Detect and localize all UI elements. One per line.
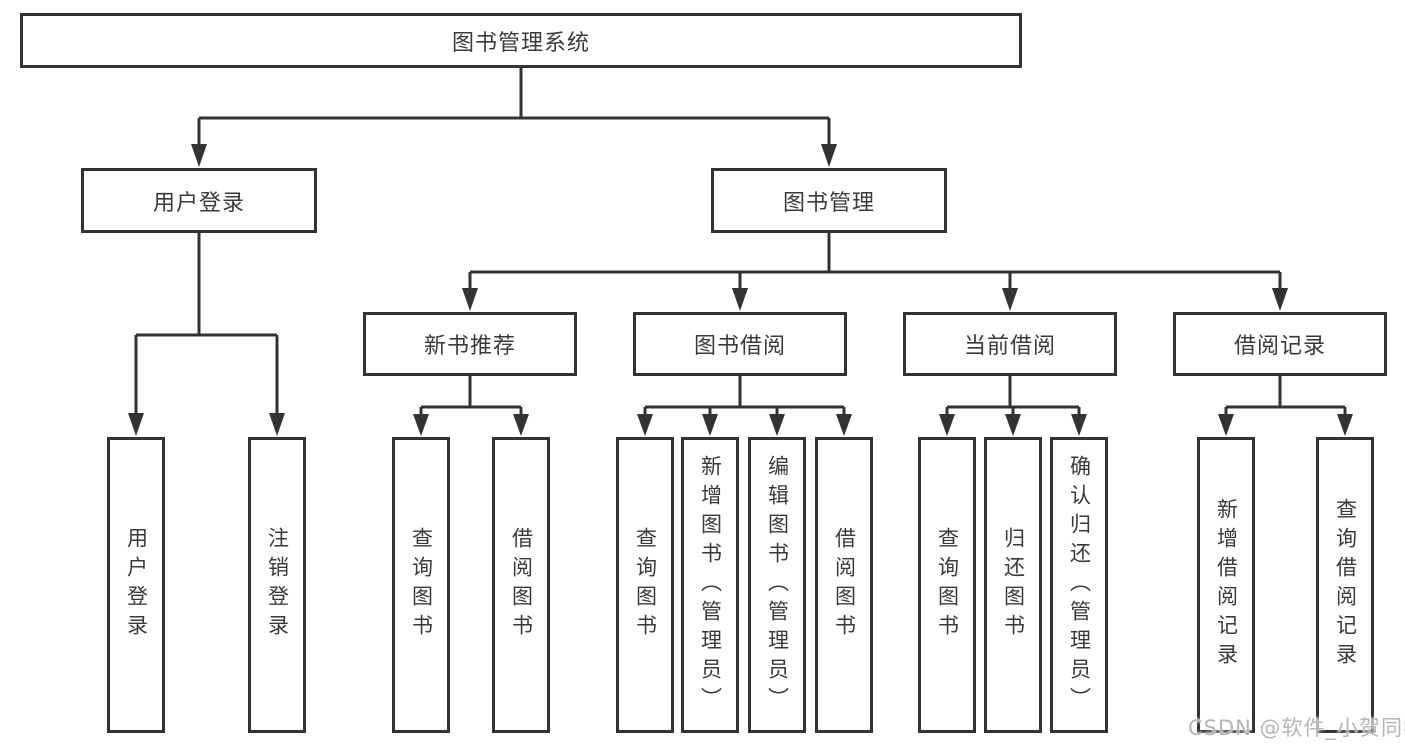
leaf-recommend-borrow-books-label: 借阅图书 xyxy=(509,527,534,643)
node-book-borrow-label: 图书借阅 xyxy=(693,334,786,359)
leaf-edit-books-admin-label: 编辑图书（管理员） xyxy=(765,454,790,716)
leaf-current-query-books: 查询图书 xyxy=(918,437,976,733)
node-user-login-label: 用户登录 xyxy=(152,190,245,216)
leaf-add-books-admin-label: 新增图书（管理员） xyxy=(698,454,723,716)
leaf-add-borrow-record-label: 新增借阅记录 xyxy=(1214,498,1239,672)
leaf-current-query-books-label: 查询图书 xyxy=(935,527,960,643)
node-root-label: 图书管理系统 xyxy=(451,30,590,56)
leaf-confirm-return-admin-label: 确认归还（管理员） xyxy=(1067,454,1092,716)
leaf-add-borrow-record: 新增借阅记录 xyxy=(1197,437,1255,733)
leaf-edit-books-admin: 编辑图书（管理员） xyxy=(748,437,806,733)
leaf-logout: 注销登录 xyxy=(248,437,306,733)
node-book-management: 图书管理 xyxy=(711,168,947,233)
csdn-watermark: CSDN @软件_小贺同学 xyxy=(1188,716,1405,740)
leaf-query-borrow-record-label: 查询借阅记录 xyxy=(1333,498,1358,672)
node-root-library-system: 图书管理系统 xyxy=(20,13,1022,68)
node-book-management-label: 图书管理 xyxy=(782,190,875,216)
node-current-borrow-label: 当前借阅 xyxy=(963,334,1056,359)
node-book-borrow: 图书借阅 xyxy=(633,312,847,376)
arrowheads xyxy=(128,144,1353,436)
leaf-borrow-books: 借阅图书 xyxy=(815,437,873,733)
node-new-book-recommend: 新书推荐 xyxy=(363,312,577,376)
node-user-login: 用户登录 xyxy=(81,168,317,233)
leaf-logout-label: 注销登录 xyxy=(265,527,290,643)
leaf-borrow-query-books: 查询图书 xyxy=(616,437,674,733)
leaf-user-login: 用户登录 xyxy=(107,437,165,733)
leaf-recommend-query-books: 查询图书 xyxy=(392,437,450,733)
leaf-confirm-return-admin: 确认归还（管理员） xyxy=(1050,437,1108,733)
node-borrow-records: 借阅记录 xyxy=(1173,312,1387,376)
node-current-borrow: 当前借阅 xyxy=(903,312,1117,376)
node-new-book-recommend-label: 新书推荐 xyxy=(423,334,516,359)
leaf-return-books: 归还图书 xyxy=(984,437,1042,733)
node-borrow-records-label: 借阅记录 xyxy=(1233,334,1326,359)
leaf-borrow-books-label: 借阅图书 xyxy=(832,527,857,643)
leaf-add-books-admin: 新增图书（管理员） xyxy=(681,437,739,733)
leaf-query-borrow-record: 查询借阅记录 xyxy=(1316,437,1374,733)
leaf-user-login-label: 用户登录 xyxy=(124,527,149,643)
leaf-return-books-label: 归还图书 xyxy=(1001,527,1026,643)
leaf-recommend-query-books-label: 查询图书 xyxy=(409,527,434,643)
leaf-borrow-query-books-label: 查询图书 xyxy=(633,527,658,643)
leaf-recommend-borrow-books: 借阅图书 xyxy=(492,437,550,733)
